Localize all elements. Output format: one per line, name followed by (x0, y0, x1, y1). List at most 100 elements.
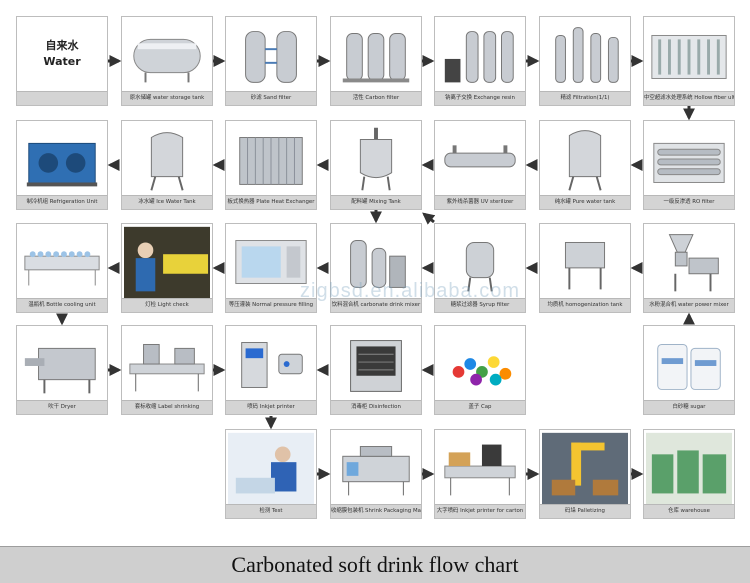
step-ultrafiltration: 中空超滤水处理系统 Hollow fiber ultrafiltration s… (643, 16, 735, 106)
step-caption: 板式换热器 Plate Heat Exchanger (226, 195, 316, 209)
step-homogenization: 均质机 homogenization tank (539, 223, 631, 313)
step-sugar: 白砂糖 sugar (643, 325, 735, 415)
ro-filter-image (646, 123, 732, 197)
step-caption: 消毒柜 Disinfection (331, 400, 421, 414)
step-fine-filtration: 精滤 Filtration(1/1) (539, 16, 631, 106)
step-syrup-filter: 糖浆过滤器 Syrup filter (434, 223, 526, 313)
step-caption: 砂滤 Sand filter (226, 91, 316, 105)
step-water: 自来水 Water (16, 16, 108, 106)
step-mixing-tank: 配料罐 Mixing Tank (330, 120, 422, 210)
arrow-up-left-icon (422, 212, 436, 225)
step-caption: 紫外线杀菌器 UV sterilizer (435, 195, 525, 209)
step-caption: 精滤 Filtration(1/1) (540, 91, 630, 105)
palletizing-image (542, 432, 628, 506)
step-caption: 钠离子交换 Exchange resin (435, 91, 525, 105)
step-test: 检测 Test (225, 429, 317, 519)
step-caption: 仓库 warehouse (644, 504, 734, 518)
bottle-caps-image (437, 328, 523, 402)
test-image (228, 432, 314, 506)
step-caption: 糖浆过滤器 Syrup filter (435, 298, 525, 312)
step-caption: 一级反渗透 RO filter (644, 195, 734, 209)
flow-arrows (56, 55, 695, 480)
disinfection-cabinet-image (333, 328, 419, 402)
filling-machine-image (228, 226, 314, 300)
step-refrigeration-unit: 制冷机组 Refrigeration Unit (16, 120, 108, 210)
syrup-filter-image (437, 226, 523, 300)
step-cap: 盖子 Cap (434, 325, 526, 415)
step-exchange-resin: 钠离子交换 Exchange resin (434, 16, 526, 106)
shrink-packaging-image (333, 432, 419, 506)
step-water-power-mixer: 水粉混合机 water power mixer (643, 223, 735, 313)
step-caption-empty (17, 91, 107, 105)
step-caption: 制冷机组 Refrigeration Unit (17, 195, 107, 209)
step-caption: 等压灌装 Normal pressure filling (226, 298, 316, 312)
sugar-bags-image (646, 328, 732, 402)
step-pressure-filling: 等压灌装 Normal pressure filling (225, 223, 317, 313)
step-caption: 喷码 Inkjet printer (226, 400, 316, 414)
label-machine-image (124, 328, 210, 402)
step-plate-heat-exchanger: 板式换热器 Plate Heat Exchanger (225, 120, 317, 210)
plate-heat-exchanger-image (228, 123, 314, 197)
step-caption: 配料罐 Mixing Tank (331, 195, 421, 209)
step-ro-filter: 一级反渗透 RO filter (643, 120, 735, 210)
step-warehouse: 仓库 warehouse (643, 429, 735, 519)
step-caption: 原水储罐 water storage tank (122, 91, 212, 105)
step-label-shrinking: 套标收缩 Label shrinking (121, 325, 213, 415)
step-water-storage-tank: 原水储罐 water storage tank (121, 16, 213, 106)
step-caption: 纯水罐 Pure water tank (540, 195, 630, 209)
step-palletizing: 码垛 Palletizing (539, 429, 631, 519)
ice-water-tank-image (124, 123, 210, 197)
step-ice-water-tank: 冰水罐 Ice Water Tank (121, 120, 213, 210)
step-caption: 大字喷码 Inkjet printer for carton (435, 504, 525, 518)
step-disinfection: 消毒柜 Disinfection (330, 325, 422, 415)
watermark: zigbsd.en.alibaba.com (300, 280, 521, 302)
step-pure-water-tank: 纯水罐 Pure water tank (539, 120, 631, 210)
warehouse-image (646, 432, 732, 506)
sand-filter-image (228, 19, 314, 93)
step-caption: 冰水罐 Ice Water Tank (122, 195, 212, 209)
water-title-cn: 自来水 (45, 39, 79, 52)
horizontal-tank-image (124, 19, 210, 93)
step-inkjet-printer: 喷码 Inkjet printer (225, 325, 317, 415)
mixing-tank-image (333, 123, 419, 197)
water-title: 自来水 Water (17, 37, 107, 68)
step-light-check: 灯检 Light check (121, 223, 213, 313)
inkjet-printer-image (228, 328, 314, 402)
light-check-image (124, 226, 210, 300)
uv-sterilizer-image (437, 123, 523, 197)
carton-inkjet-image (437, 432, 523, 506)
water-power-mixer-image (646, 226, 732, 300)
step-caption: 盖子 Cap (435, 400, 525, 414)
refrigeration-unit-image (19, 123, 105, 197)
homogenizer-image (542, 226, 628, 300)
step-carbon-filter: 活性 Carbon filter (330, 16, 422, 106)
cartridge-filter-image (542, 19, 628, 93)
dryer-image (19, 328, 105, 402)
step-caption: 水粉混合机 water power mixer (644, 298, 734, 312)
step-caption: 均质机 homogenization tank (540, 298, 630, 312)
step-uv-sterilizer: 紫外线杀菌器 UV sterilizer (434, 120, 526, 210)
step-caption: 灯检 Light check (122, 298, 212, 312)
exchange-resin-image (437, 19, 523, 93)
carbon-filter-image (333, 19, 419, 93)
step-sand-filter: 砂滤 Sand filter (225, 16, 317, 106)
step-caption: 检测 Test (226, 504, 316, 518)
footer-bar: Carbonated soft drink flow chart (0, 546, 750, 583)
ultrafiltration-image (646, 19, 732, 93)
bottle-cooling-image (19, 226, 105, 300)
water-title-en: Water (43, 55, 81, 68)
chart-title: Carbonated soft drink flow chart (231, 552, 519, 577)
step-caption: 白砂糖 sugar (644, 400, 734, 414)
step-shrink-packaging: 收缩膜包装机 Shrink Packaging Machine (330, 429, 422, 519)
step-caption: 码垛 Palletizing (540, 504, 630, 518)
step-caption: 收缩膜包装机 Shrink Packaging Machine (331, 504, 421, 518)
pure-water-tank-image (542, 123, 628, 197)
step-dryer: 吹干 Dryer (16, 325, 108, 415)
step-caption: 温瓶机 Bottle cooling unit (17, 298, 107, 312)
step-caption: 吹干 Dryer (17, 400, 107, 414)
step-caption: 活性 Carbon filter (331, 91, 421, 105)
step-caption: 饮料混合机 carbonate drink mixer (331, 298, 421, 312)
step-carton-inkjet: 大字喷码 Inkjet printer for carton (434, 429, 526, 519)
step-caption: 套标收缩 Label shrinking (122, 400, 212, 414)
